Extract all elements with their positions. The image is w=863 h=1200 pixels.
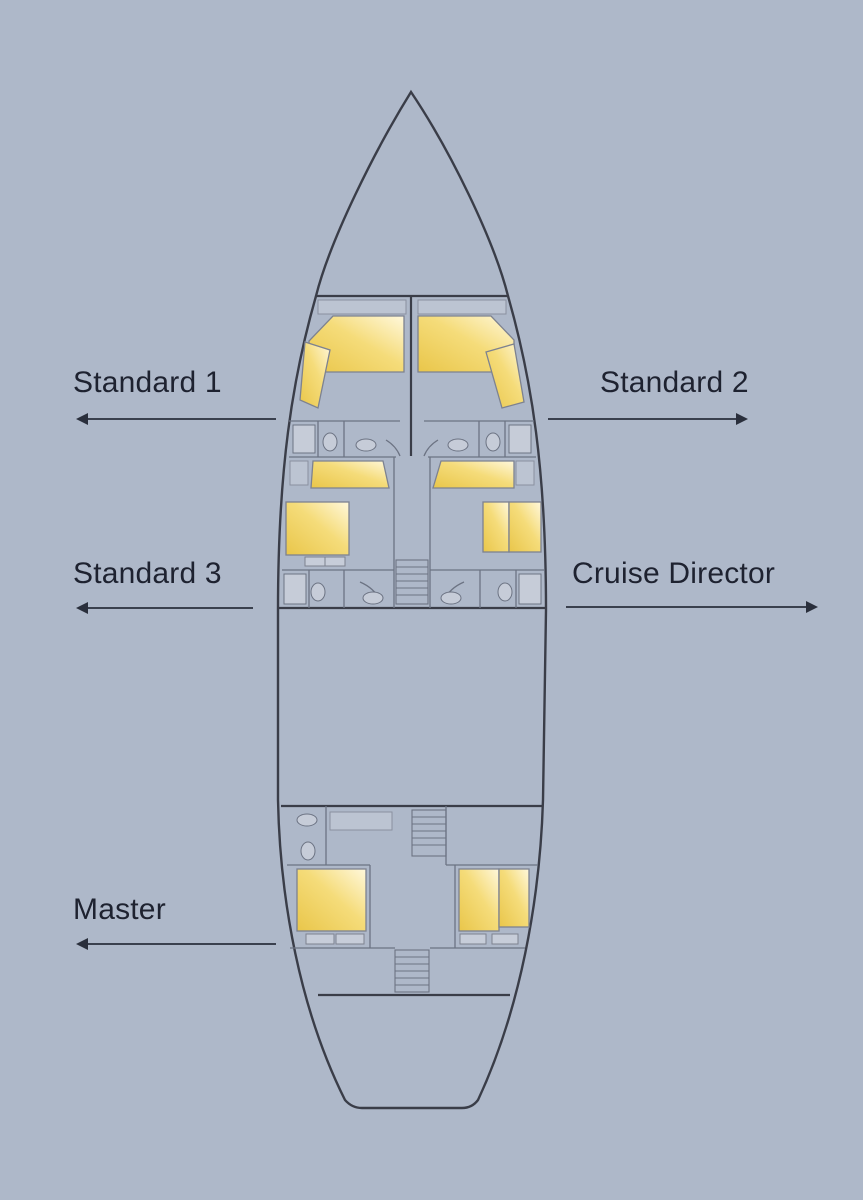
berth-master-twin-1 [458, 868, 500, 932]
berth-standard-1-main [308, 315, 405, 373]
berth-cruise-director-1 [482, 501, 510, 553]
label-standard-3: Standard 3 [73, 557, 222, 590]
berth-master-main [296, 868, 367, 932]
label-master: Master [73, 893, 166, 926]
berth-master-twin-2 [498, 868, 530, 928]
label-standard-1: Standard 1 [73, 366, 222, 399]
berth-standard-1-side [299, 341, 331, 409]
berth-cruise-director-2 [508, 501, 542, 553]
berth-standard-2-side [485, 343, 525, 409]
berth-standard-3-main [285, 501, 350, 556]
label-cruise-director: Cruise Director [572, 557, 776, 590]
berth-cruise-director-upper [432, 460, 515, 489]
label-standard-2: Standard 2 [600, 366, 749, 399]
berth-standard-3-upper [310, 460, 390, 489]
